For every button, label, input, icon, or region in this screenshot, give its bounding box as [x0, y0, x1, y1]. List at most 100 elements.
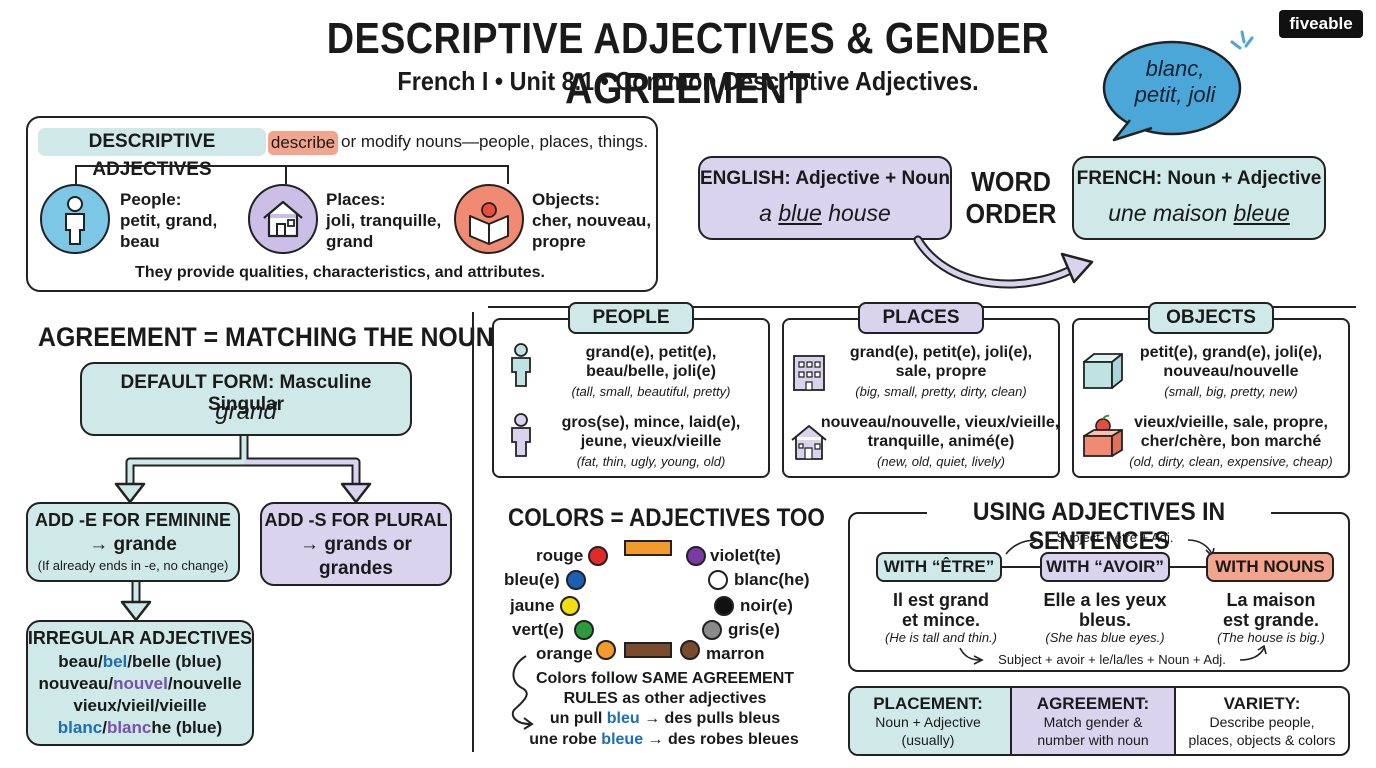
nouns-tag: WITH NOUNS — [1206, 552, 1334, 582]
objects-b3: (old, dirty, clean, expensive, cheap) — [1129, 454, 1333, 469]
irregular-vieux: vieux/vieil/vieille — [73, 696, 207, 715]
objects-example-1: cher, nouveau, — [532, 211, 652, 230]
top-formula: Subject + être + Adj. — [1056, 530, 1174, 545]
ex2-noun: une robe — [529, 731, 597, 748]
english-order-title: ENGLISH: Adjective + Noun — [699, 168, 951, 189]
agreement-line-2: number with noun — [1037, 732, 1149, 748]
ex1-noun: un pull — [549, 710, 603, 727]
people-icon — [40, 184, 110, 254]
people-example-2: beau — [120, 232, 160, 251]
word-order-label-2: ORDER — [965, 198, 1057, 229]
color-label-bleu: bleu(e) — [504, 570, 560, 589]
irregular-blanc-rest: he (blue) — [151, 718, 223, 737]
irregular-beau-base: beau/ — [58, 652, 103, 671]
people-example-1: petit, grand, — [120, 211, 218, 230]
avoir-translation: (She has blue eyes.) — [1045, 630, 1165, 645]
bubble-text-2: petit, joli — [1134, 82, 1216, 107]
colors-example-2: une robe bleue → des robes bleues — [514, 731, 814, 749]
word-order-label-1: WORD — [971, 166, 1051, 197]
avoir-tag: WITH “AVOIR” — [1040, 552, 1170, 582]
french-order-card — [1072, 156, 1326, 240]
orange-swatch — [596, 640, 616, 660]
people-a1: grand(e), petit(e), — [585, 344, 717, 361]
agreement-line-1: Match gender & — [1043, 714, 1143, 730]
irregular-nouveau: nouveau/nouvel/nouvelle — [26, 674, 254, 694]
color-label-gris: gris(e) — [728, 620, 780, 639]
french-order-title: FRENCH: Noun + Adjective — [1076, 168, 1322, 189]
summary-strip — [848, 686, 1350, 756]
color-label-noir: noir(e) — [740, 596, 793, 615]
nouns-line-2: est grande. — [1222, 610, 1320, 630]
objects-icon — [454, 184, 524, 254]
page-title: DESCRIPTIVE ADJECTIVES & GENDER AGREEMEN… — [326, 14, 1050, 113]
irregular-blanc-base: blanc — [57, 718, 103, 737]
variety-line-1: Describe people, — [1209, 714, 1315, 730]
person-icon-2 — [511, 413, 531, 457]
placement-cell — [850, 688, 1010, 754]
color-label-rouge: rouge — [536, 546, 584, 565]
agreement-heading: AGREEMENT = MATCHING THE NOUN — [38, 322, 494, 352]
english-order-card — [698, 156, 952, 240]
places-b2: tranquille, animé(e) — [867, 433, 1015, 450]
avoir-line-1: Elle a les yeux — [1043, 590, 1167, 610]
objects-b2: cher/chère, bon marché — [1140, 433, 1322, 450]
building-icon — [793, 355, 825, 391]
people-b2: jeune, vieux/vieille — [580, 433, 722, 450]
variety-title: VARIETY: — [1223, 694, 1301, 713]
feminine-card — [26, 502, 240, 582]
etre-tag: WITH “ÊTRE” — [876, 552, 1002, 582]
color-label-violet: violet(te) — [710, 546, 781, 565]
gris-swatch — [702, 620, 722, 640]
intro-footer: They provide qualities, characteristics,… — [135, 264, 545, 281]
intro-branch-lines — [75, 165, 509, 184]
colors-note-1: Colors follow SAME AGREEMENT — [535, 670, 795, 687]
etre-line-2: et mince. — [901, 610, 981, 630]
english-adjective: blue — [778, 200, 822, 226]
objects-a2: nouveau/nouvelle — [1163, 363, 1299, 380]
descriptive-adjectives-label: DESCRIPTIVE ADJECTIVES — [38, 128, 266, 180]
rouge-swatch — [588, 546, 608, 566]
placement-line-1: Noun + Adjective — [875, 714, 981, 730]
irregular-title: IRREGULAR ADJECTIVES — [27, 628, 253, 648]
english-example: a blue house — [698, 200, 952, 227]
places-b1: nouveau/nouvelle, vieux/vieille, — [820, 414, 1060, 431]
people-title: People: — [120, 190, 182, 209]
default-form-card — [80, 362, 412, 436]
word-order-arrow — [913, 235, 1094, 289]
people-b3: (fat, thin, ugly, young, old) — [576, 454, 726, 469]
default-form-title: DEFAULT FORM: Masculine Singular — [120, 372, 372, 415]
ex1-adj: bleu — [606, 710, 640, 727]
people-tag: PEOPLE — [568, 302, 694, 334]
colors-heading: COLORS = ADJECTIVES TOO — [508, 504, 825, 532]
ex2-plural: → des robes bleues — [647, 731, 799, 748]
people-a2: beau/belle, joli(e) — [586, 363, 716, 380]
french-adjective: bleue — [1233, 200, 1290, 226]
objects-b1: vieux/vieille, sale, propre, — [1134, 414, 1328, 431]
nouns-line-1: La maison — [1226, 590, 1316, 610]
box-icon — [1083, 353, 1123, 389]
marron-swatch — [680, 640, 700, 660]
irregular-blanc: blanc/blanche (blue) — [26, 718, 254, 738]
ex2-adj: bleue — [601, 731, 644, 748]
colors-example-1: un pull bleu → des pulls bleus — [520, 710, 810, 728]
plural-example-2: grandes — [319, 558, 393, 579]
etre-line-1: Il est grand — [892, 590, 990, 610]
agreement-title: AGREEMENT: — [1036, 694, 1150, 713]
variety-line-2: places, objects & colors — [1188, 732, 1336, 748]
page-subtitle: French I • Unit 8.1 • Common Descriptive… — [397, 66, 979, 96]
home-icon — [791, 425, 827, 460]
bottom-formula-arrows — [959, 644, 1267, 665]
bleu-swatch — [566, 570, 586, 590]
intro-definition: or modify nouns—people, places, things. — [341, 132, 649, 151]
objects-a3: (small, big, pretty, new) — [1164, 384, 1298, 399]
default-form-word: grand — [215, 398, 277, 425]
people-a3: (tall, small, beautiful, pretty) — [571, 384, 731, 399]
places-a3: (big, small, pretty, dirty, clean) — [855, 384, 1027, 399]
places-a1: grand(e), petit(e), joli(e), — [849, 344, 1033, 361]
color-bar-brown — [624, 642, 672, 658]
feminine-example: → grande — [89, 534, 177, 555]
feminine-note: (If already ends in -e, no change) — [37, 558, 229, 573]
loop-arrow-icon — [511, 655, 534, 730]
color-label-orange: orange — [536, 644, 593, 663]
places-example-2: grand — [326, 232, 374, 251]
